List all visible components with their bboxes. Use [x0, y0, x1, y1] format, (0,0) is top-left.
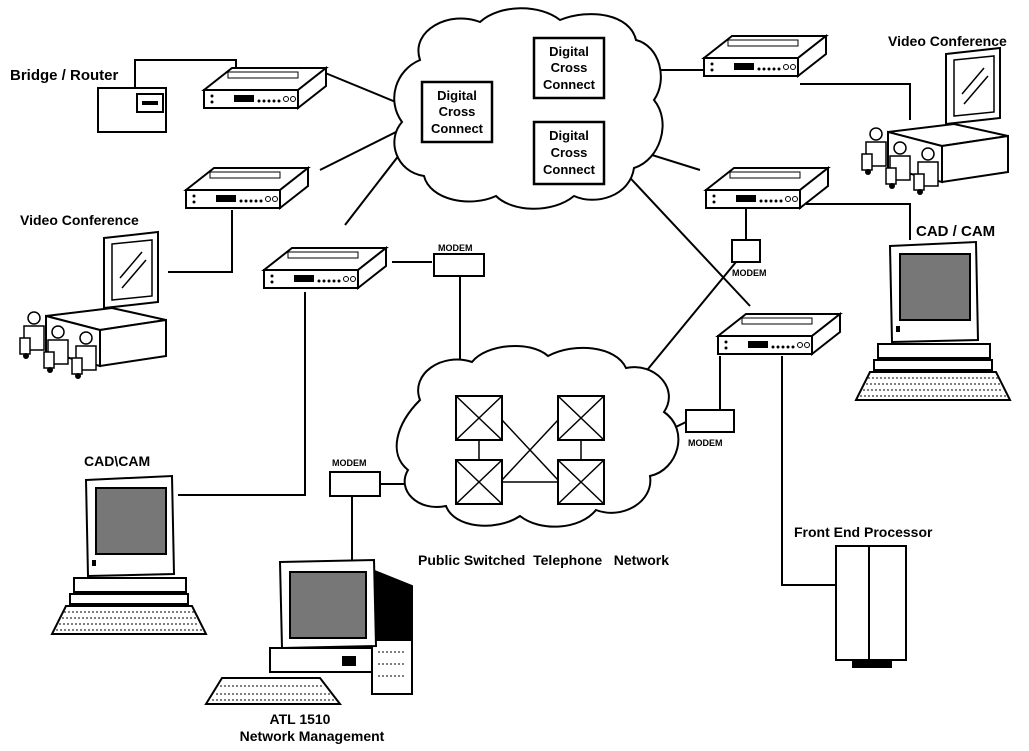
video-conference-right-label: Video Conference — [888, 33, 1007, 49]
atl-label-line1: ATL 1510 — [270, 711, 331, 727]
bridge-router — [97, 87, 167, 133]
cross-connect-3-line2: Cross — [551, 145, 588, 160]
cross-connect-1-line1: Digital — [437, 88, 477, 103]
modem-right-upper: MODEM — [731, 239, 767, 278]
modem-top-left: MODEM — [433, 243, 485, 277]
cad-cam-right-label: CAD / CAM — [916, 223, 995, 240]
video-conference-left-label: Video Conference — [20, 212, 139, 228]
video-conference-right — [861, 47, 1009, 196]
cross-connect-3: Digital Cross Connect — [532, 120, 606, 186]
cross-connect-1-line2: Cross — [439, 104, 476, 119]
pstn-label: Public Switched Telephone Network — [418, 552, 669, 568]
pstn-cloud — [395, 345, 680, 528]
switch-bottom-right — [557, 459, 605, 505]
cross-connect-2-line2: Cross — [551, 60, 588, 75]
pstn-switches — [455, 395, 605, 505]
atl-network-management-workstation — [204, 558, 413, 705]
switch-bottom-left — [455, 459, 503, 505]
device-cad-right — [705, 167, 829, 209]
cross-connect-1: Digital Cross Connect — [420, 80, 494, 144]
cad-cam-right-workstation — [855, 241, 1011, 401]
cross-connect-2-line3: Connect — [543, 77, 596, 92]
device-video-right — [703, 35, 827, 77]
cross-connect-1-line3: Connect — [431, 121, 484, 136]
modem-right-upper-label: MODEM — [732, 268, 767, 278]
cross-connect-3-line3: Connect — [543, 162, 596, 177]
front-end-processor-label: Front End Processor — [794, 524, 933, 540]
atl-label-line2: Network Management — [240, 728, 385, 744]
cross-connect-3-line1: Digital — [549, 128, 589, 143]
switch-top-right — [557, 395, 605, 441]
cad-cam-left-label: CAD\CAM — [84, 453, 150, 469]
modem-left: MODEM — [329, 458, 381, 497]
modem-left-label: MODEM — [332, 458, 367, 468]
modem-top-left-label: MODEM — [438, 243, 473, 253]
device-video-left — [185, 167, 309, 209]
cross-connect-2: Digital Cross Connect — [532, 36, 606, 100]
cad-cam-left-workstation — [51, 475, 207, 635]
device-bridge-link — [203, 67, 327, 109]
bridge-router-label: Bridge / Router — [10, 67, 119, 84]
video-conference-left — [19, 231, 167, 380]
device-cad-left — [263, 247, 387, 289]
front-end-processor — [835, 545, 907, 668]
switch-top-left — [455, 395, 503, 441]
modem-right-lower: MODEM — [685, 409, 735, 448]
device-front-end — [717, 313, 841, 355]
cross-connect-2-line1: Digital — [549, 44, 589, 59]
modem-right-lower-label: MODEM — [688, 438, 723, 448]
